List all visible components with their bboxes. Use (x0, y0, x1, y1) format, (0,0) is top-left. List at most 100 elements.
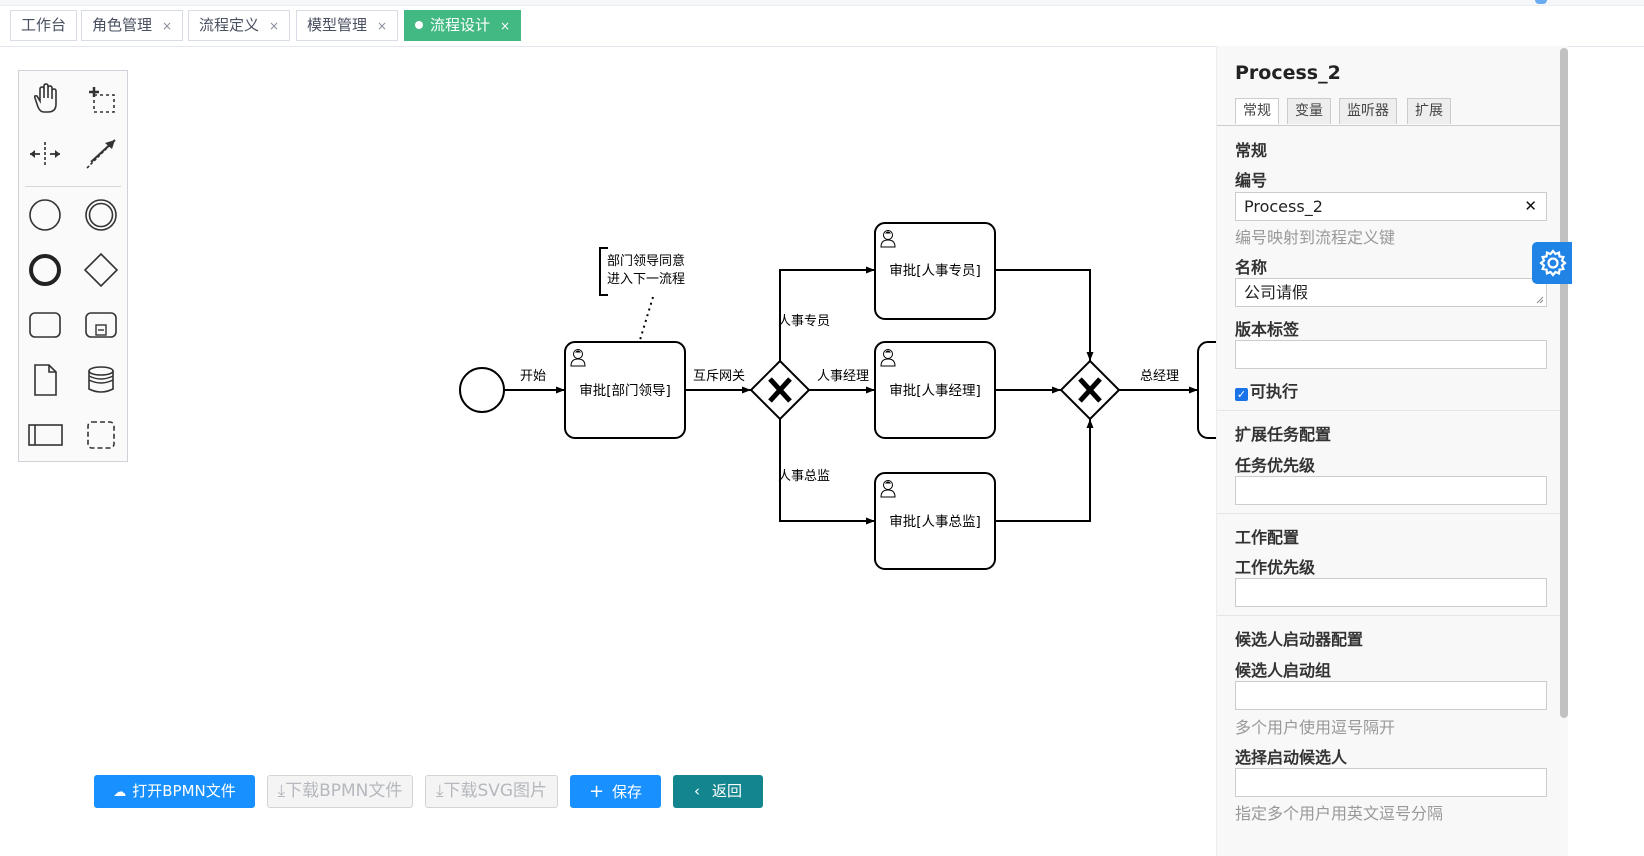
task-icon[interactable] (25, 305, 65, 345)
id-value: Process_2 (1244, 197, 1323, 216)
flow-label-start: 开始 (520, 369, 546, 384)
panel-title: Process_2 (1235, 62, 1341, 84)
tab-process-design[interactable]: 流程设计 × (404, 10, 522, 41)
panel-toggle-button[interactable] (1532, 242, 1572, 284)
starter-users-input[interactable] (1235, 768, 1547, 797)
task-hr-director[interactable]: 审批[人事总监] (874, 472, 996, 570)
close-icon[interactable]: × (377, 19, 388, 33)
starter-groups-input[interactable] (1235, 681, 1547, 710)
space-tool-icon[interactable] (25, 134, 65, 174)
x-marker-icon (768, 377, 792, 403)
subprocess-icon[interactable] (81, 305, 121, 345)
job-priority-input[interactable] (1235, 578, 1547, 607)
tab-label: 工作台 (21, 16, 67, 34)
data-store-icon[interactable] (81, 360, 121, 400)
starter-users-hint: 指定多个用户用英文逗号分隔 (1235, 804, 1444, 823)
download-bpmn-button[interactable]: ⤓下载BPMN文件 (267, 775, 413, 808)
section-general: 常规 (1235, 141, 1268, 160)
open-bpmn-button[interactable]: ☁ 打开BPMN文件 (94, 775, 255, 808)
task-priority-input[interactable] (1235, 476, 1547, 505)
flow-to-specialist[interactable] (779, 266, 875, 361)
gateway-icon[interactable] (81, 250, 121, 290)
sequence-flows (504, 266, 1198, 525)
name-textarea[interactable]: 公司请假 (1235, 278, 1547, 307)
tab-workbench[interactable]: 工作台 (10, 10, 78, 41)
lasso-tool-icon[interactable] (81, 79, 121, 119)
tab-process-definition[interactable]: 流程定义 × (188, 10, 291, 41)
download-icon: ⤓ (277, 781, 286, 801)
palette-separator (25, 186, 121, 187)
participant-icon[interactable] (25, 415, 65, 455)
annotation-association[interactable] (639, 296, 654, 341)
section-job-config: 工作配置 (1235, 528, 1300, 547)
section-divider (1217, 615, 1568, 616)
save-button[interactable]: + 保存 (570, 775, 661, 808)
id-input[interactable]: Process_2 ✕ (1235, 192, 1547, 221)
group-icon[interactable] (81, 415, 121, 455)
task-hr-manager[interactable]: 审批[人事经理] (874, 341, 996, 439)
flow-director-join[interactable] (995, 419, 1094, 522)
task-dept-leader[interactable]: 审批[部门领导] (564, 341, 686, 439)
id-label: 编号 (1235, 171, 1268, 190)
executable-label: 可执行 (1250, 382, 1299, 401)
job-priority-label: 工作优先级 (1235, 558, 1316, 577)
executable-checkbox[interactable]: ✓可执行 (1235, 378, 1298, 402)
task-label: 审批[人事经理] (889, 383, 981, 399)
exclusive-gateway-split[interactable] (749, 359, 811, 421)
flow-to-director[interactable] (779, 419, 875, 525)
close-icon[interactable]: × (269, 19, 280, 33)
start-event[interactable] (459, 367, 505, 413)
intermediate-event-icon[interactable] (81, 195, 121, 235)
open-bpmn-label: 打开BPMN文件 (132, 782, 236, 800)
end-event-icon[interactable] (25, 250, 65, 290)
back-button[interactable]: ‹返回 (673, 775, 763, 808)
flow-label-gateway: 互斥网关 (693, 369, 745, 384)
save-label: 保存 (612, 783, 643, 801)
close-icon[interactable]: × (162, 19, 173, 33)
clear-icon[interactable]: ✕ (1524, 197, 1537, 215)
section-task-config: 扩展任务配置 (1235, 425, 1332, 444)
task-priority-label: 任务优先级 (1235, 456, 1316, 475)
checkbox-checked-icon[interactable]: ✓ (1235, 388, 1248, 401)
version-input[interactable] (1235, 340, 1547, 369)
tab-label: 流程定义 (199, 16, 260, 34)
task-label: 审批[部门领导] (579, 383, 671, 399)
gear-icon (1539, 249, 1567, 277)
download-svg-button[interactable]: ⤓下载SVG图片 (425, 775, 558, 808)
flow-label-manager: 人事经理 (817, 369, 869, 384)
top-indicator (1535, 0, 1547, 4)
task-hr-specialist[interactable]: 审批[人事专员] (874, 222, 996, 320)
flow-specialist-join[interactable] (995, 269, 1094, 361)
panel-scrollbar[interactable] (1560, 48, 1568, 718)
tab-label: 流程设计 (430, 16, 491, 34)
tab-model-management[interactable]: 模型管理× (296, 10, 399, 41)
tab-label: 角色管理 (92, 16, 153, 34)
version-label: 版本标签 (1235, 320, 1300, 339)
starter-groups-label: 候选人启动组 (1235, 661, 1332, 680)
tab-listeners[interactable]: 监听器 (1339, 98, 1397, 124)
text-annotation-bracket[interactable] (599, 247, 608, 296)
tab-role-management[interactable]: 角色管理 × (81, 10, 184, 41)
tab-extensions[interactable]: 扩展 (1407, 98, 1451, 124)
flow-label-gm: 总经理 (1140, 369, 1179, 384)
task-general-manager-partial[interactable] (1197, 341, 1216, 439)
name-value: 公司请假 (1244, 283, 1309, 302)
section-divider (1217, 513, 1568, 514)
start-event-icon[interactable] (25, 195, 65, 235)
tab-variables[interactable]: 变量 (1287, 98, 1331, 124)
download-icon: ⤓ (435, 781, 444, 801)
global-connect-tool-icon[interactable] (81, 134, 121, 174)
resize-handle-icon[interactable] (1536, 296, 1544, 304)
section-starter-config: 候选人启动器配置 (1235, 630, 1364, 649)
tab-general[interactable]: 常规 (1235, 98, 1279, 124)
data-object-icon[interactable] (25, 360, 65, 400)
task-label: 审批[人事总监] (889, 514, 981, 530)
cloud-upload-icon: ☁ (113, 785, 127, 800)
plus-icon: + (588, 781, 605, 802)
starter-users-label: 选择启动候选人 (1235, 748, 1348, 767)
hand-tool-icon[interactable] (25, 79, 65, 119)
exclusive-gateway-join[interactable] (1059, 359, 1121, 421)
close-icon[interactable]: × (500, 19, 511, 33)
annotation-line-1: 部门领导同意 (607, 253, 685, 269)
bpmn-canvas[interactable]: 部门领导同意 进入下一流程 审批[部门领导] 审批[人事专员] 审批[人事经理]… (0, 46, 1216, 856)
